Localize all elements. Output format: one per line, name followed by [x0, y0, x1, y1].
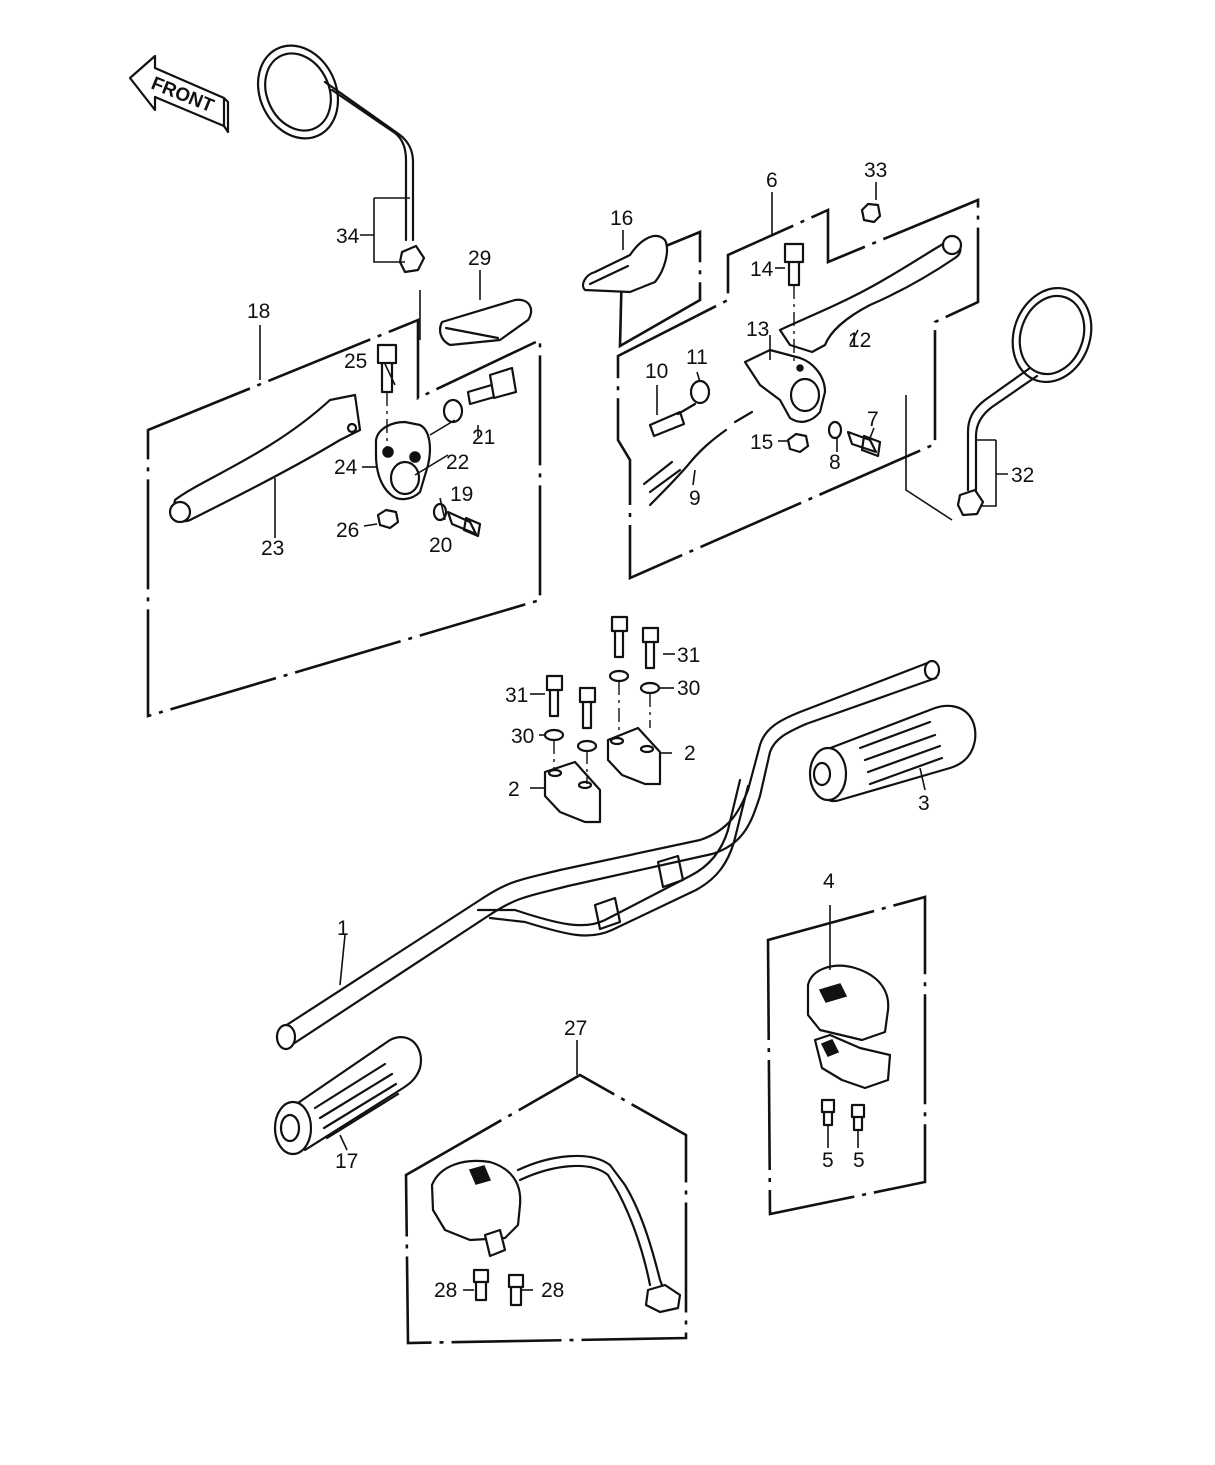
left-lever-cover	[439, 298, 533, 347]
part-label-18: 18	[247, 300, 270, 323]
brake-clamp-bolt	[846, 430, 882, 458]
mirror-left	[256, 44, 426, 274]
part-label-6: 6	[766, 169, 778, 192]
part-label-16: 16	[610, 207, 633, 230]
adjuster-locknut-left	[442, 398, 464, 424]
part-label-1: 1	[337, 917, 349, 940]
part-label-28-left: 28	[434, 1279, 457, 1302]
part-label-17: 17	[335, 1150, 358, 1173]
brake-lever-cover	[581, 234, 669, 294]
cable-adjuster-left	[466, 366, 518, 406]
handlebar	[275, 659, 941, 1051]
right-switch-screw-1	[820, 1098, 836, 1127]
left-switch-screw-1	[472, 1268, 490, 1302]
brake-holder-nut	[786, 432, 810, 454]
holder-bolt-2	[578, 686, 597, 730]
holder-washer-4	[639, 681, 661, 695]
part-label-7: 7	[867, 408, 879, 431]
left-lever-group-outline	[146, 318, 542, 718]
holder-washer-2	[576, 739, 598, 753]
brake-adjuster-locknut	[689, 379, 711, 405]
right-switch-housing	[806, 964, 892, 1090]
part-label-29: 29	[468, 247, 491, 270]
left-switch-screw-2	[507, 1273, 525, 1307]
handlebar-holder-right	[606, 726, 662, 786]
part-label-9: 9	[689, 487, 701, 510]
part-label-12: 12	[848, 329, 871, 352]
clutch-lever	[168, 393, 362, 524]
part-label-22: 22	[446, 451, 469, 474]
left-switch-housing	[430, 1154, 682, 1314]
left-handle-grip	[273, 1036, 423, 1156]
part-label-8: 8	[829, 451, 841, 474]
holder-clamp-bolt	[446, 510, 482, 538]
part-label-28-right: 28	[541, 1279, 564, 1302]
brake-clamp-washer	[827, 420, 843, 440]
right-lever-group-outline	[616, 198, 980, 580]
part-label-2-left: 2	[508, 778, 520, 801]
throttle-grip	[808, 704, 977, 803]
mirror-right	[956, 286, 1093, 517]
part-label-23: 23	[261, 537, 284, 560]
part-label-33: 33	[864, 159, 887, 182]
clutch-lever-holder	[374, 420, 431, 501]
part-label-31-left: 31	[505, 684, 528, 707]
lever-nut-left	[376, 508, 400, 530]
part-label-25: 25	[344, 350, 367, 373]
handlebar-holder-left	[543, 760, 602, 824]
part-label-31-right: 31	[677, 644, 700, 667]
part-label-4: 4	[823, 870, 835, 893]
part-label-21: 21	[472, 426, 495, 449]
part-label-11: 11	[686, 346, 708, 369]
holder-bolt-4	[641, 626, 660, 670]
part-label-13: 13	[746, 318, 769, 341]
part-label-19: 19	[450, 483, 473, 506]
part-label-30-right: 30	[677, 677, 700, 700]
brake-cable-adjuster	[648, 402, 697, 438]
holder-washer-1	[543, 728, 565, 742]
part-label-34: 34	[336, 225, 360, 248]
front-arrow-icon: FRONT	[128, 54, 230, 134]
part-label-24: 24	[334, 456, 358, 479]
part-label-10: 10	[645, 360, 668, 383]
part-label-5-left: 5	[822, 1149, 834, 1172]
part-label-20: 20	[429, 534, 452, 557]
holder-washer-3	[608, 669, 630, 683]
holder-bolt-3	[610, 615, 629, 659]
part-label-14: 14	[750, 258, 774, 281]
lever-pivot-cap	[860, 202, 882, 224]
part-label-30-left: 30	[511, 725, 534, 748]
holder-bolt-1	[545, 674, 564, 718]
part-label-15: 15	[750, 431, 773, 454]
right-switch-group-outline	[766, 895, 927, 1216]
part-label-27: 27	[564, 1017, 587, 1040]
part-label-2-right: 2	[684, 742, 696, 765]
part-label-26: 26	[336, 519, 359, 542]
left-switch-group-outline	[404, 1073, 688, 1345]
part-label-3: 3	[918, 792, 930, 815]
part-label-32: 32	[1011, 464, 1034, 487]
brake-light-switch	[642, 410, 754, 507]
part-label-5-right: 5	[853, 1149, 865, 1172]
brake-pivot-bolt	[783, 242, 805, 287]
brake-lever-holder	[743, 348, 827, 423]
brake-lever	[778, 234, 963, 354]
right-switch-screw-2	[850, 1103, 866, 1132]
